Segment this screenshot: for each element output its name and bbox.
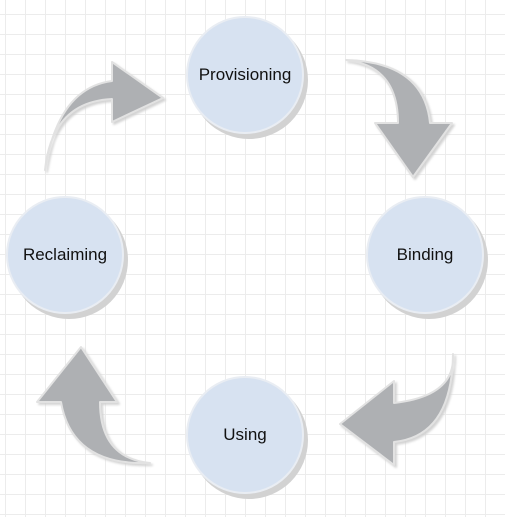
node-binding-label: Binding: [396, 245, 454, 264]
node-reclaiming-label: Reclaiming: [22, 245, 108, 264]
arrow-reclaiming-to-provisioning: [44, 61, 164, 171]
node-binding[interactable]: Binding: [366, 196, 484, 314]
node-provisioning-label: Provisioning: [198, 65, 292, 84]
arrow-using-to-reclaiming: [36, 346, 151, 465]
node-provisioning[interactable]: Provisioning: [186, 16, 304, 134]
node-using-label: Using: [223, 425, 267, 444]
node-using[interactable]: Using: [186, 376, 304, 494]
arrow-binding-to-using: [339, 353, 455, 466]
arrow-provisioning-to-binding: [345, 59, 453, 178]
node-reclaiming[interactable]: Reclaiming: [6, 196, 124, 314]
